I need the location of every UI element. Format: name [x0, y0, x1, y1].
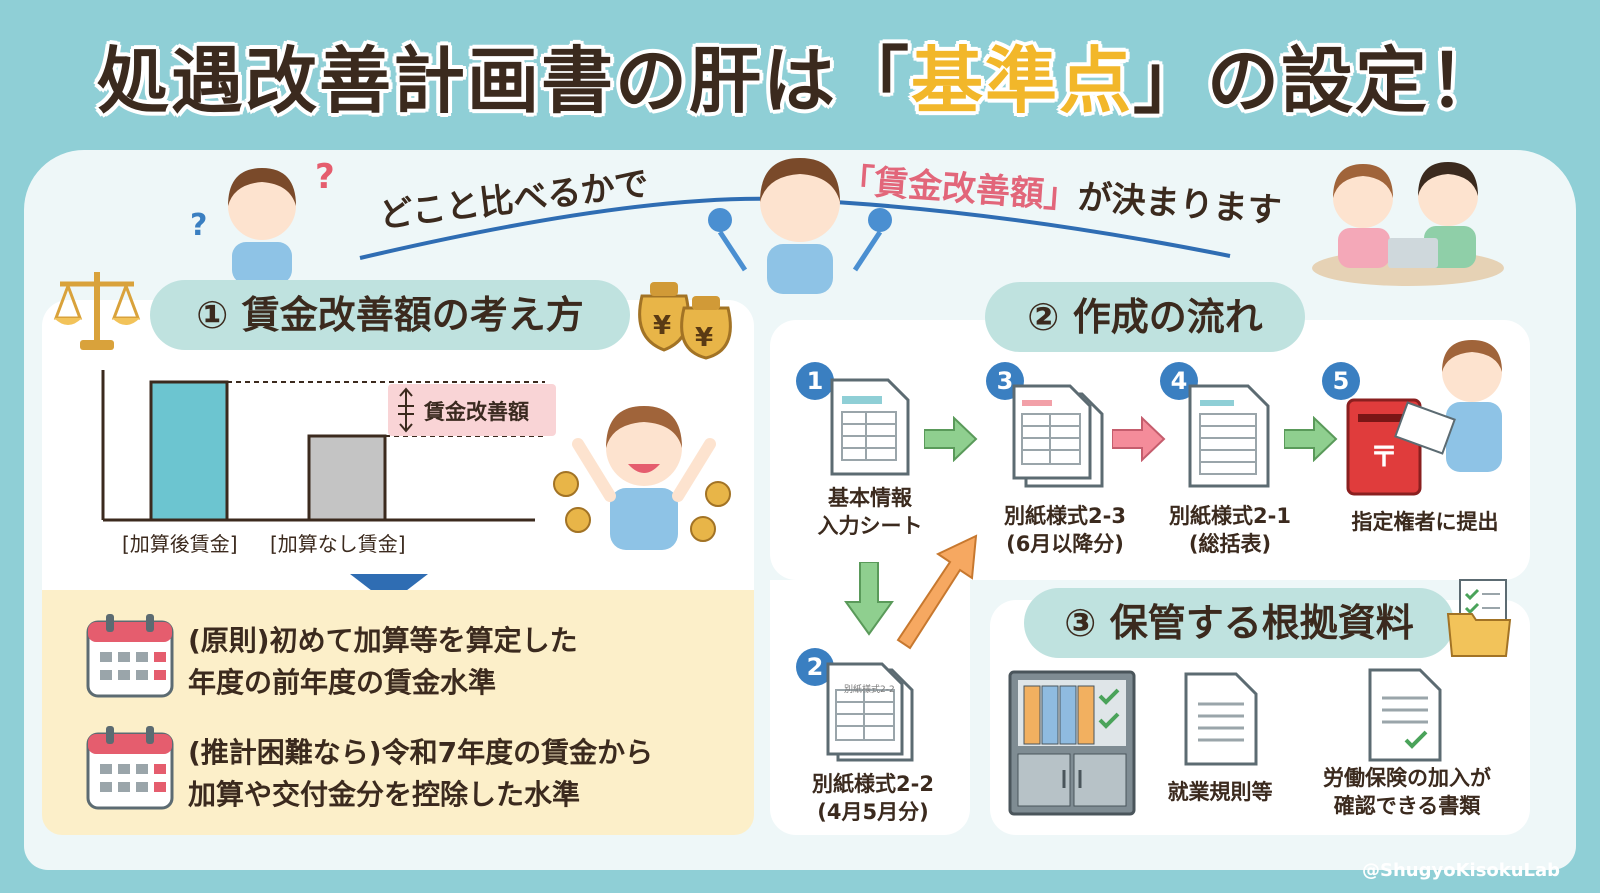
bar-without-addition [307, 434, 387, 522]
svg-text:?: ? [315, 157, 335, 197]
happy-child-icon [553, 406, 731, 550]
cabinet-icon [1008, 670, 1136, 816]
section2-heading: ② 作成の流れ [985, 282, 1305, 352]
section1-heading: ① 賃金改善額の考え方 [150, 280, 630, 350]
document-icon [830, 378, 910, 476]
bar-without-label: [加算なし賃金] [270, 532, 406, 556]
document-icon [1184, 672, 1258, 766]
people-laptop-icon [1312, 162, 1504, 286]
calendar-icon [86, 614, 174, 698]
post-box-icon: 〒 [1346, 340, 1502, 496]
arrow-diagonal-icon [896, 534, 978, 650]
document-stack-icon [1012, 384, 1104, 488]
document-stack-icon [826, 662, 914, 762]
arrow-right-icon [1284, 416, 1338, 462]
step-number-1: 1 [796, 362, 834, 400]
step-label-2: 別紙様式2-2 (4月5月分) [812, 772, 934, 824]
svg-text:¥: ¥ [653, 311, 671, 341]
step-label-4: 別紙様式2-1 (総括表) [1169, 504, 1291, 556]
wage-diff-label: 賃金改善額 [424, 400, 529, 424]
document-check-icon [1368, 668, 1442, 762]
arrow-down-icon [844, 562, 894, 636]
section3-heading: ③ 保管する根拠資料 [1024, 588, 1454, 658]
baseline-alternative-text: (推計困難なら)令和7年度の賃金から 加算や交付金分を控除した水準 [188, 736, 654, 811]
money-bag-icon: ¥ ¥ [638, 282, 732, 360]
double-arrow-icon [398, 387, 414, 433]
doc-tag-2-2: 別紙様式2-2 [844, 685, 895, 695]
baseline-rule-text: (原則)初めて加算等を算定した 年度の前年度の賃金水準 [188, 624, 578, 699]
step-label-3: 別紙様式2-3 (6月以降分) [1004, 504, 1126, 556]
step-label-1: 基本情報 入力シート [817, 486, 923, 538]
svg-text:¥: ¥ [695, 323, 713, 353]
calendar-icon [86, 726, 174, 810]
svg-text:?: ? [190, 208, 207, 243]
scale-icon [53, 272, 141, 350]
down-triangle-icon [350, 574, 428, 604]
svg-text:〒: 〒 [1370, 440, 1398, 473]
document-icon [1188, 384, 1270, 488]
arrow-right-icon [924, 416, 978, 462]
person-magnifier-icon [708, 158, 892, 294]
step-number-5: 5 [1322, 362, 1360, 400]
person-question-icon: ? ? [190, 157, 335, 284]
page-title: 処遇改善計画書の肝は「基準点」の設定！ [96, 39, 1504, 123]
checklist-folder-icon [1446, 579, 1512, 657]
arrow-right-icon [1112, 416, 1166, 462]
wage-diff-box: 賃金改善額 [388, 384, 556, 436]
wage-comparison-diagram [101, 370, 545, 522]
insurance-docs-label: 労働保険の加入が 確認できる書類 [1323, 766, 1491, 818]
bar-after-addition [149, 380, 229, 522]
work-rules-label: 就業規則等 [1167, 780, 1273, 804]
bar-after-label: [加算後賃金] [122, 532, 238, 556]
credit-text: @ShugyoKisokuLab [1362, 860, 1561, 881]
step-label-5: 指定権者に提出 [1351, 510, 1499, 534]
